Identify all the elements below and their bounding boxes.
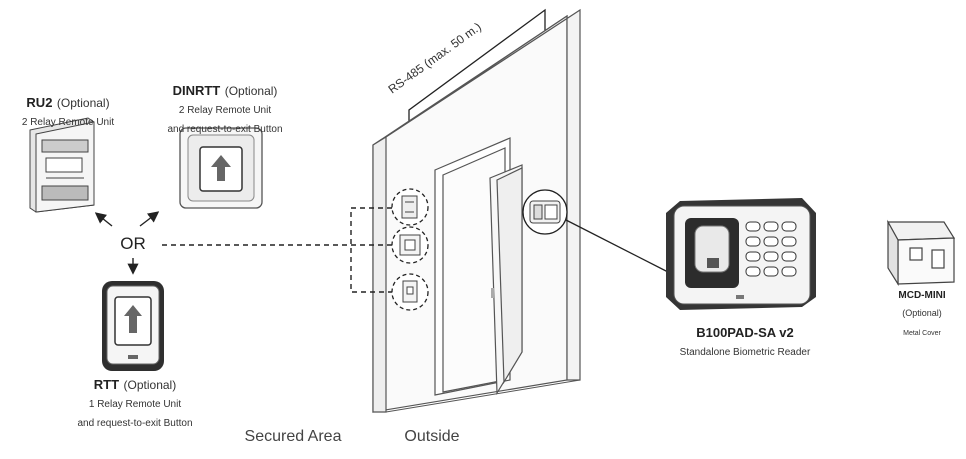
or-label: OR (120, 234, 146, 253)
ru2-desc: 2 Relay Remote Unit (21, 117, 115, 129)
dinrtt-label: DINRTT (Optional) 2 Relay Remote Unit an… (150, 82, 300, 137)
up-arrow-icon (124, 305, 142, 333)
reader-label: B100PAD-SA v2 Standalone Biometric Reade… (650, 324, 840, 361)
rtt-device (102, 281, 164, 371)
dinrtt-desc-2: and request-to-exit Button (167, 123, 283, 135)
dinrtt-name: DINRTT (172, 83, 221, 98)
dinrtt-device (179, 127, 263, 209)
arrow-to-dinrtt (139, 211, 160, 227)
secured-area-label: Secured Area (244, 428, 342, 445)
mcd-desc: Metal Cover (903, 329, 941, 337)
rtt-desc-2: and request-to-exit Button (77, 417, 193, 429)
dashed-links (162, 207, 392, 293)
reader-device (666, 198, 816, 310)
fingerprint-icon (694, 225, 730, 273)
reader-link (565, 219, 669, 273)
door-unit-reader (522, 189, 568, 235)
ru2-device (29, 117, 95, 213)
mcd-optional: (Optional) (902, 308, 942, 319)
mcd-name: MCD-MINI (898, 290, 946, 301)
keypad-icon (745, 221, 797, 277)
door-unit-ru2 (391, 188, 429, 226)
up-arrow-icon (211, 155, 231, 181)
dinrtt-optional: (Optional) (224, 84, 278, 98)
ru2-name: RU2 (26, 95, 53, 110)
reader-name: B100PAD-SA v2 (696, 325, 794, 340)
ru2-optional: (Optional) (56, 96, 110, 110)
door-leaf (489, 164, 523, 396)
rtt-optional: (Optional) (123, 378, 177, 392)
ground-line (385, 379, 581, 413)
ru2-label: RU2 (Optional) 2 Relay Remote Unit (12, 94, 124, 131)
reader-desc: Standalone Biometric Reader (679, 347, 811, 359)
door-unit-rtt (391, 273, 429, 311)
mcd-label: MCD-MINI (Optional) Metal Cover (880, 285, 964, 340)
rtt-label: RTT (Optional) 1 Relay Remote Unit and r… (60, 376, 210, 431)
outside-label: Outside (404, 428, 460, 445)
mcd-mini-device (886, 219, 956, 287)
arrow-to-ru2 (94, 212, 113, 227)
dinrtt-desc-1: 2 Relay Remote Unit (178, 105, 272, 117)
rtt-desc-1: 1 Relay Remote Unit (88, 399, 182, 411)
rtt-name: RTT (93, 377, 120, 392)
door-unit-dinrtt (391, 226, 429, 264)
